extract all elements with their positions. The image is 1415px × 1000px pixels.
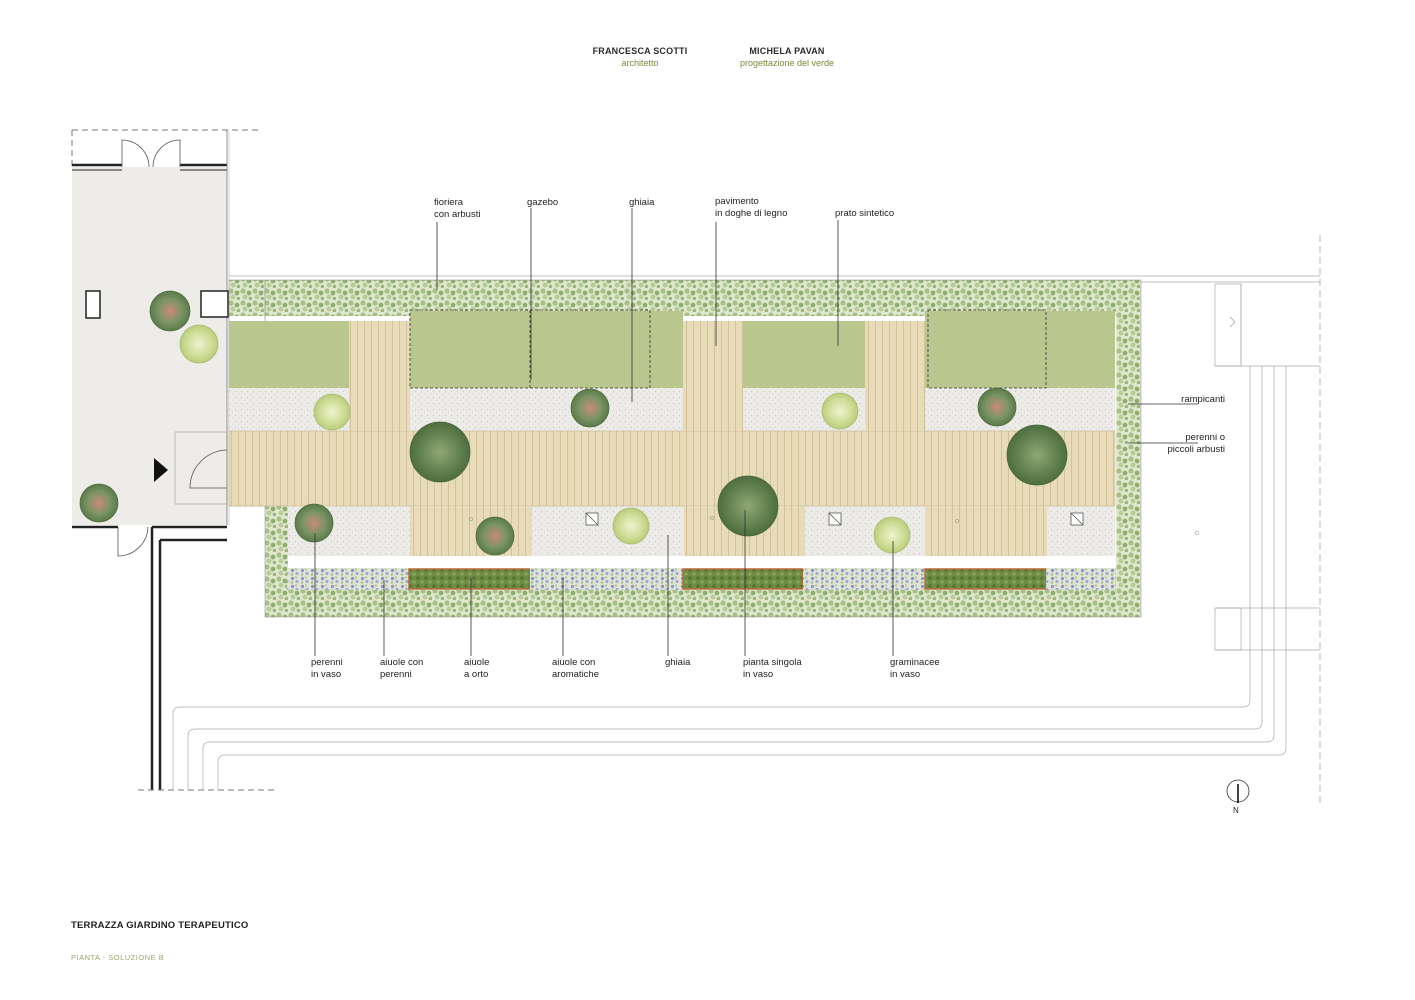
credit-architect-name: FRANCESCA SCOTTI xyxy=(592,46,688,56)
climbers-hedge-right xyxy=(1116,280,1141,617)
gravel-2 xyxy=(410,388,683,431)
grass-pot-icon xyxy=(179,324,219,364)
grass-pot-icon xyxy=(612,507,650,545)
red-shrub-icon xyxy=(294,503,334,543)
terrace-garden xyxy=(79,279,1142,618)
gravel-4 xyxy=(925,388,1115,431)
vegetable-bed-2 xyxy=(682,568,804,590)
label-perenni-arbusti: perenni o piccoli arbusti xyxy=(1167,432,1225,455)
red-shrub-icon xyxy=(475,516,515,556)
label-aiuole-aromatiche: aiuole con aromatiche xyxy=(552,657,599,680)
planter-hedge-top xyxy=(229,280,1141,316)
gazebo-structures xyxy=(409,309,1047,389)
aromatic-bed-1 xyxy=(530,568,683,590)
tree-icon xyxy=(409,421,471,483)
perennials-hedge-left xyxy=(265,506,288,617)
label-aiuole-perenni: aiuole con perenni xyxy=(380,657,424,680)
potted-plants xyxy=(79,290,1068,556)
tree-icon xyxy=(1006,424,1068,486)
credit-landscape-name: MICHELA PAVAN xyxy=(749,46,825,56)
label-perenni-vaso: perenni in vaso xyxy=(311,657,343,680)
lawn-4 xyxy=(925,311,1115,388)
credit-architect-role: architetto xyxy=(621,58,659,68)
drawing-title: TERRAZZA GIARDINO TERAPEUTICO xyxy=(71,920,249,931)
credit-landscape: MICHELA PAVAN progettazione del verde xyxy=(722,45,852,69)
label-prato: prato sintetico xyxy=(835,208,895,219)
lawn-3 xyxy=(743,321,865,388)
wood-deck-main xyxy=(228,430,1116,507)
wood-deck-2 xyxy=(683,321,743,431)
perennial-bed-3 xyxy=(1046,568,1116,590)
red-shrub-icon xyxy=(977,387,1017,427)
label-fioriera: fioriera con arbusti xyxy=(434,197,481,220)
label-pavimento: pavimento in doghe di legno xyxy=(715,196,788,219)
square-pots xyxy=(585,512,1084,526)
terrace-outline xyxy=(172,235,1321,805)
label-graminacee: graminacee in vaso xyxy=(890,657,940,680)
label-ghiaia-top: ghiaia xyxy=(629,197,655,208)
tree-icon xyxy=(717,475,779,537)
vegetable-bed-3 xyxy=(924,568,1047,590)
entrance-arrow-icon xyxy=(154,458,168,482)
grass-pot-icon xyxy=(313,393,351,431)
red-shrub-icon xyxy=(79,483,119,523)
perennial-bed-2 xyxy=(803,568,925,590)
label-pianta-singola: pianta singola in vaso xyxy=(743,657,802,680)
red-shrub-icon xyxy=(570,388,610,428)
grass-pot-icon xyxy=(821,392,859,430)
perennials-hedge-bottom xyxy=(265,590,1141,617)
credit-architect: FRANCESCA SCOTTI architetto xyxy=(585,45,695,69)
north-arrow-icon xyxy=(1226,779,1250,803)
drawing-subtitle: PIANTA - SOLUZIONE B xyxy=(71,953,165,962)
wood-deck-3 xyxy=(865,321,925,431)
label-aiuole-orto: aiuole a orto xyxy=(464,657,490,680)
gravel-6 xyxy=(532,506,684,556)
wood-deck-1 xyxy=(349,321,410,431)
lawn-1 xyxy=(229,321,349,388)
label-gazebo: gazebo xyxy=(527,197,559,208)
perennial-bed-1 xyxy=(287,568,409,590)
lawn-2 xyxy=(410,311,683,388)
label-ghiaia-bottom: ghiaia xyxy=(665,657,691,668)
label-rampicanti: rampicanti xyxy=(1181,394,1225,405)
credit-landscape-role: progettazione del verde xyxy=(739,58,835,68)
leader-lines xyxy=(314,208,1198,656)
north-label: N xyxy=(1233,806,1239,815)
wood-deck-6 xyxy=(925,506,1047,556)
grass-pot-icon xyxy=(873,516,911,554)
red-shrub-icon xyxy=(149,290,191,332)
vegetable-bed-1 xyxy=(408,568,531,590)
